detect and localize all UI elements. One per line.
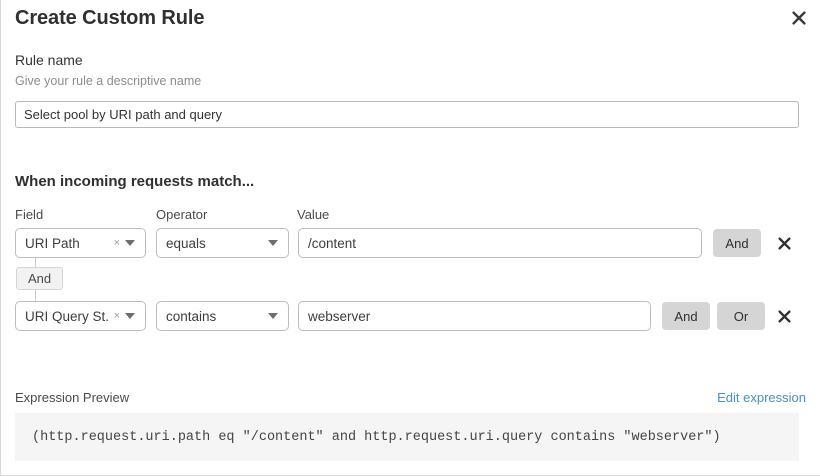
column-header-value: Value	[297, 207, 330, 222]
chevron-down-icon[interactable]	[268, 240, 278, 246]
condition-connector-and-badge[interactable]: And	[16, 267, 64, 290]
delete-condition-icon-1[interactable]	[771, 230, 797, 256]
chevron-down-icon[interactable]	[268, 313, 278, 319]
column-header-field: Field	[15, 207, 44, 222]
field-select-1-value: URI Path	[25, 235, 80, 251]
column-header-operator: Operator	[156, 207, 208, 222]
operator-select-2[interactable]: contains	[156, 301, 289, 331]
expression-preview-code: (http.request.uri.path eq "/content" and…	[32, 429, 721, 445]
edit-expression-link[interactable]: Edit expression	[717, 390, 806, 405]
value-input-1[interactable]	[298, 228, 702, 258]
field-select-1[interactable]: URI Path ×	[15, 228, 146, 258]
operator-select-2-value: contains	[166, 308, 217, 324]
and-button-1[interactable]: And	[713, 229, 761, 257]
clear-icon[interactable]: ×	[113, 309, 120, 322]
dialog-title: Create Custom Rule	[15, 7, 205, 29]
operator-select-1[interactable]: equals	[156, 228, 289, 258]
rule-name-label: Rule name	[15, 52, 83, 68]
close-icon[interactable]	[786, 5, 812, 31]
and-button-2[interactable]: And	[662, 302, 710, 330]
or-button-2[interactable]: Or	[717, 302, 765, 330]
conditions-heading: When incoming requests match...	[15, 173, 255, 190]
expression-preview-label: Expression Preview	[15, 390, 130, 405]
delete-condition-icon-2[interactable]	[771, 303, 797, 329]
rule-name-input[interactable]	[15, 101, 799, 128]
chevron-down-icon[interactable]	[125, 313, 135, 319]
field-select-2-value: URI Query St...	[25, 308, 109, 324]
clear-icon[interactable]: ×	[113, 236, 120, 249]
chevron-down-icon[interactable]	[125, 240, 135, 246]
operator-select-1-value: equals	[166, 235, 206, 251]
expression-preview-box: (http.request.uri.path eq "/content" and…	[15, 413, 799, 461]
rule-name-helper-text: Give your rule a descriptive name	[15, 74, 202, 88]
value-input-2[interactable]	[298, 301, 651, 331]
field-select-2[interactable]: URI Query St... ×	[15, 301, 146, 331]
